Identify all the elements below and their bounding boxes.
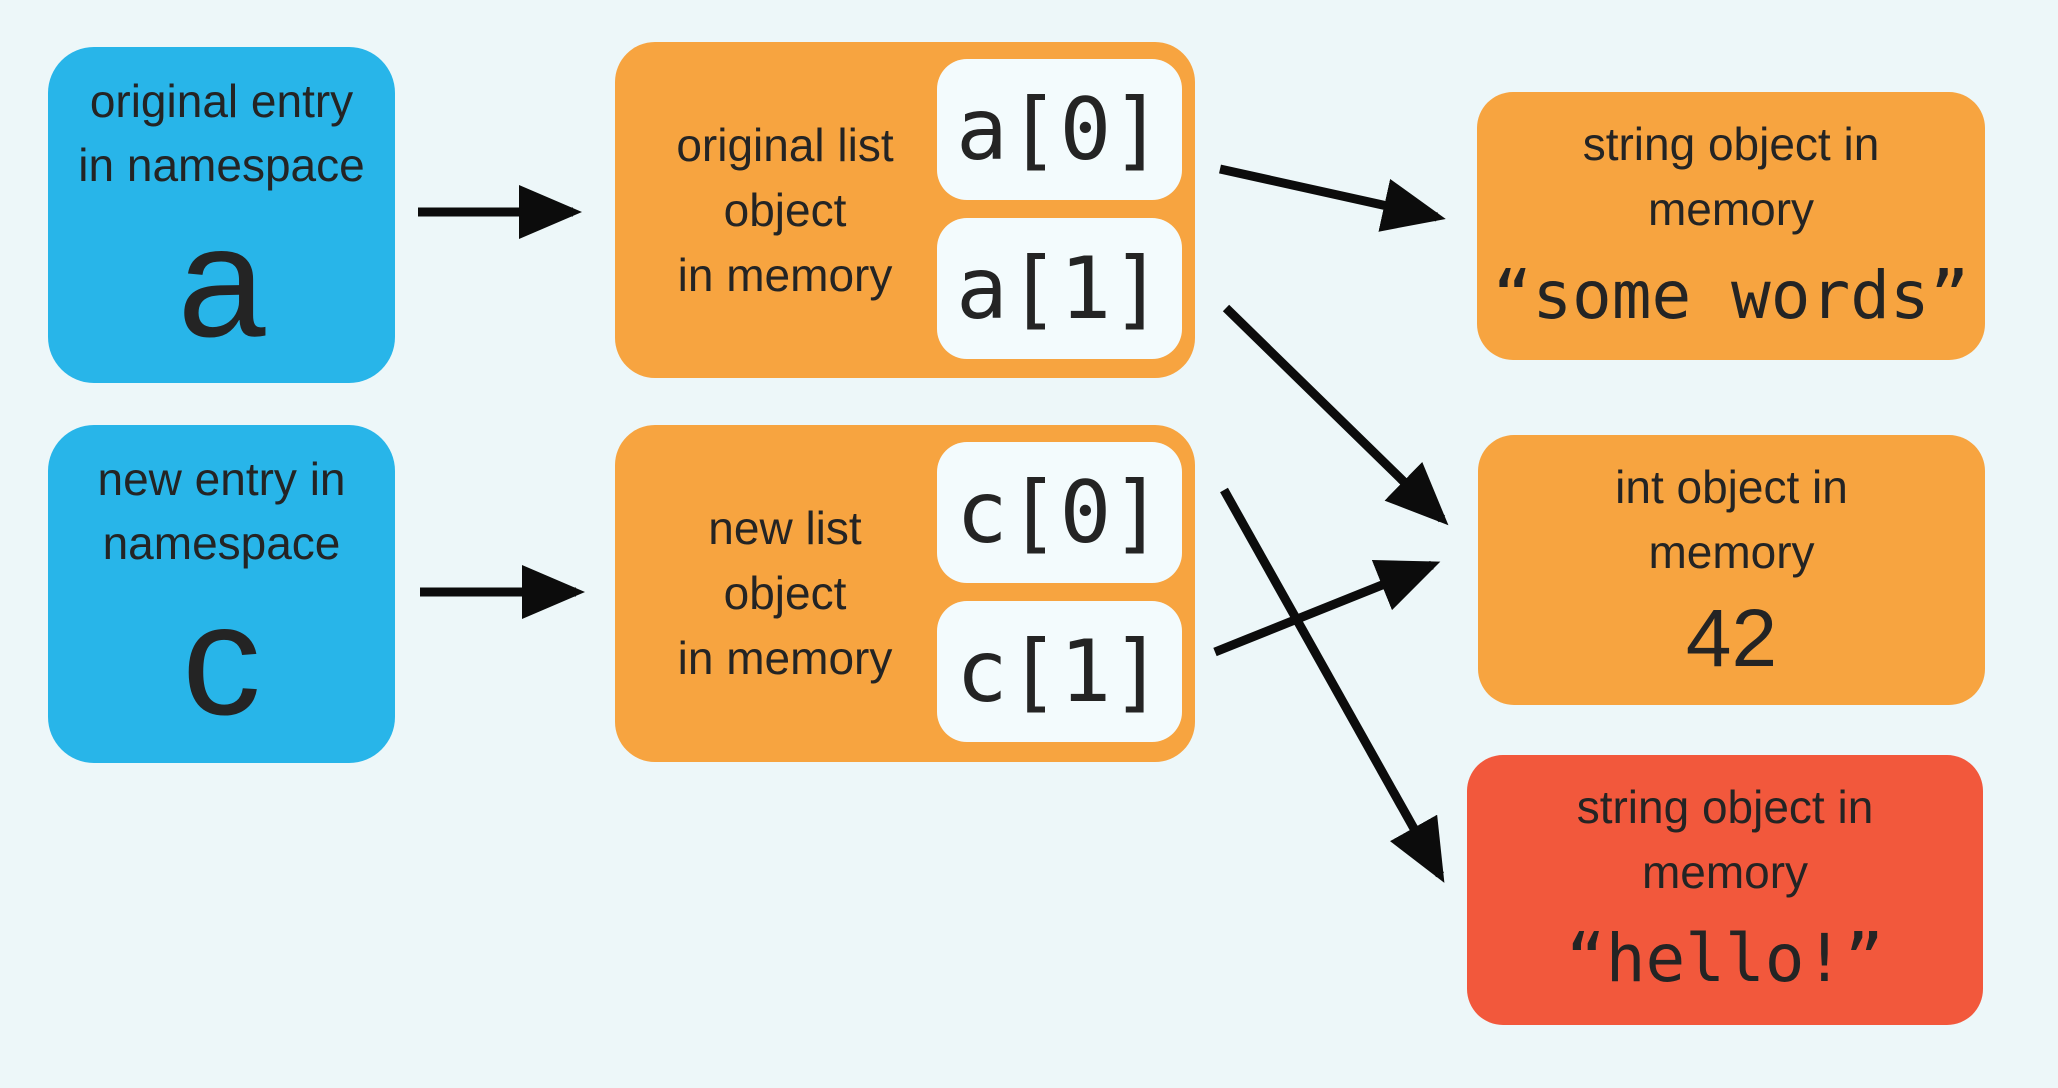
arrow-a0-to-some-words <box>1219 164 1446 232</box>
arrow-c0-to-hello <box>1220 487 1445 883</box>
namespace-entry-c-label-line1: new entry in <box>97 453 346 505</box>
memory-some-words-label-line2: memory <box>1647 183 1815 235</box>
memory-string-hello-box: string object in memory “hello!” <box>1467 755 1983 1025</box>
original-list-label-line2: object <box>723 183 847 236</box>
memory-some-words-value: “some words” <box>1492 257 1970 334</box>
slot-a0: a[0] <box>937 59 1182 200</box>
original-list-object-box: original list object in memory a[0] a[1] <box>615 42 1195 378</box>
slot-c1: c[1] <box>937 601 1182 742</box>
memory-int-42-box: int object in memory 42 <box>1478 435 1985 705</box>
namespace-entry-a-label-line2: in namespace <box>78 139 365 191</box>
slot-a1: a[1] <box>937 218 1182 359</box>
memory-some-words-label-line1: string object in <box>1582 118 1880 170</box>
slot-c0: c[0] <box>937 442 1182 583</box>
new-list-object-label: new list object in memory <box>627 425 943 762</box>
namespace-entry-a-variable: a <box>177 194 266 370</box>
new-list-label-line2: object <box>723 567 847 619</box>
namespace-entry-c-box: new entry in namespace c <box>48 425 395 763</box>
new-list-label-line1: new list <box>708 502 862 554</box>
arrow-c1-to-42 <box>1213 560 1441 657</box>
namespace-entry-a-box: original entry in namespace a <box>48 47 395 383</box>
namespace-entry-c-variable: c <box>182 572 261 748</box>
memory-hello-value: “hello!” <box>1566 920 1884 997</box>
original-list-label-line3: in memory <box>677 248 893 301</box>
namespace-entry-c-label-line2: namespace <box>102 517 341 569</box>
arrow-a1-to-42 <box>1222 304 1449 526</box>
original-list-object-label: original list object in memory <box>627 42 943 378</box>
memory-hello-label-line1: string object in <box>1576 781 1874 833</box>
memory-42-label-line2: memory <box>1648 526 1815 578</box>
new-list-label-line3: in memory <box>677 632 893 684</box>
memory-string-some-words-box: string object in memory “some words” <box>1477 92 1985 360</box>
new-list-object-box: new list object in memory c[0] c[1] <box>615 425 1195 762</box>
memory-42-value: 42 <box>1685 593 1778 684</box>
memory-hello-label-line2: memory <box>1641 846 1809 898</box>
original-list-label-line1: original list <box>676 118 894 171</box>
memory-42-label-line1: int object in <box>1615 461 1848 513</box>
namespace-entry-a-label-line1: original entry <box>89 75 354 127</box>
